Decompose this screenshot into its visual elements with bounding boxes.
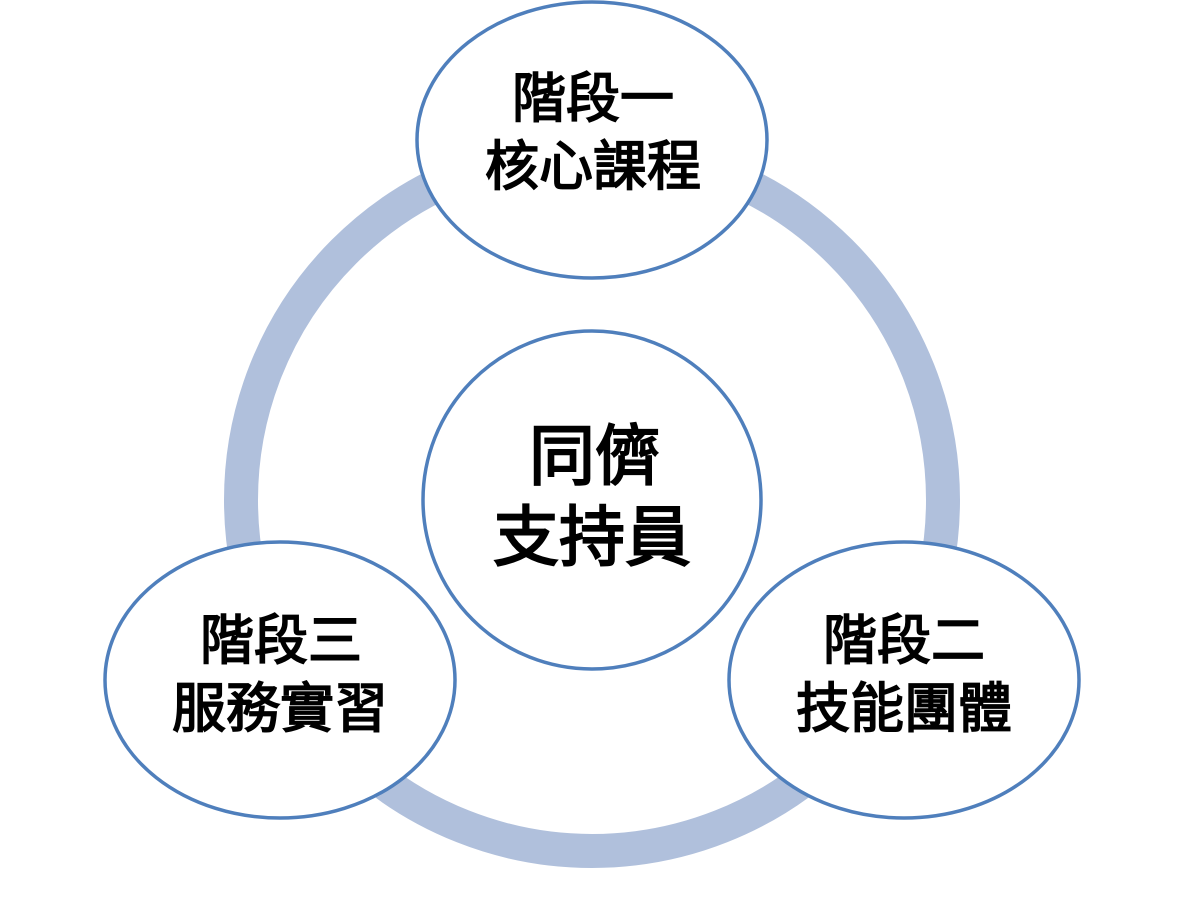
stage-two-label-line2: 技能團體 [796,676,1012,740]
stage-three-node: 階段三 服務實習 [103,540,457,820]
center-node-label-line2: 支持員 [493,498,691,576]
stage-one-label-line2: 核心課程 [485,134,701,198]
stage-three-label-line2: 服務實習 [172,676,388,740]
stage-three-node-ellipse [103,540,457,820]
stage-two-node: 階段二 技能團體 [727,540,1081,820]
stage-one-label-line1: 階段一 [512,66,674,130]
stage-one-node: 階段一 核心課程 [415,0,769,280]
stage-two-label-line1: 階段二 [823,608,985,672]
center-node-label-line1: 同儕 [529,417,661,495]
stage-one-node-ellipse [415,0,769,280]
center-node-circle [421,329,763,671]
stage-three-label-line1: 階段三 [200,608,362,672]
stage-two-node-ellipse [727,540,1081,820]
center-node: 同儕 支持員 [421,329,763,671]
